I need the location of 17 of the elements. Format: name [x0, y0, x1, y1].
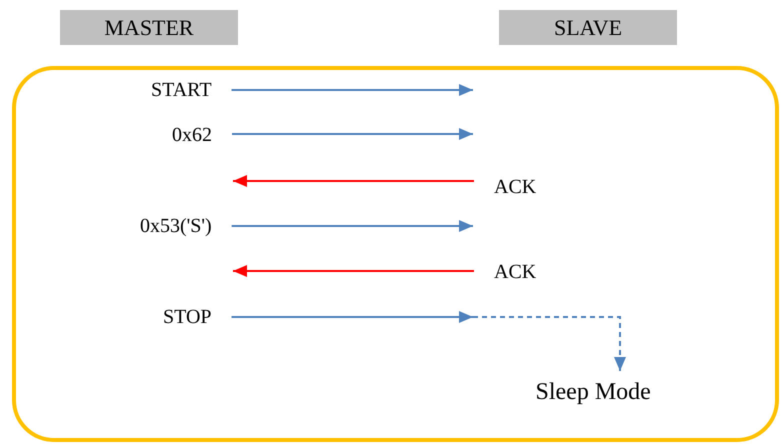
response-label: ACK: [494, 175, 536, 199]
arrow: [232, 220, 473, 232]
arrow: [232, 128, 473, 140]
arrow: [232, 311, 473, 323]
dashed-arrow: [473, 316, 626, 371]
message-label: 0x53('S'): [140, 214, 212, 238]
message-label: START: [151, 78, 212, 102]
rounded-frame: [12, 66, 779, 442]
message-label: STOP: [163, 305, 212, 329]
lane-header: SLAVE: [499, 10, 677, 45]
response-label: ACK: [494, 260, 536, 284]
arrow: [233, 175, 474, 187]
message-label: 0x62: [172, 123, 212, 147]
arrow: [232, 84, 473, 96]
arrow: [233, 265, 474, 277]
state-label: Sleep Mode: [536, 377, 651, 407]
lane-header: MASTER: [60, 10, 238, 45]
